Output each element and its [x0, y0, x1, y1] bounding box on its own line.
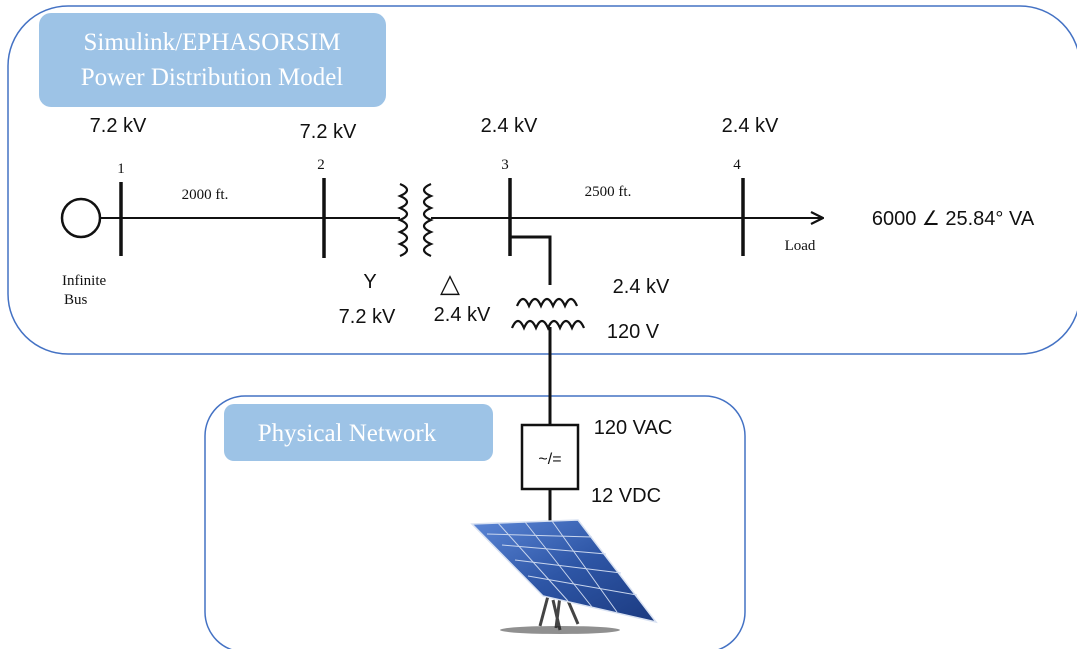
simulink-model-box — [7, 5, 1077, 355]
physical-network-box — [204, 395, 746, 649]
bus-4-voltage: 2.4 kV — [722, 115, 779, 137]
physical-network-title: Physical Network — [258, 420, 437, 447]
physical-network-title-label — [224, 404, 493, 461]
service-transformer-symbol — [510, 297, 586, 331]
tap-line-bus3 — [510, 235, 552, 285]
load-rating: 6000 ∠ 25.84° VA — [872, 208, 1035, 230]
simulink-title-line1: Simulink/EPHASORSIM — [83, 29, 340, 56]
bus-2-voltage: 7.2 kV — [300, 121, 357, 143]
main-transformer-secondary-connection: △ — [440, 268, 460, 298]
bus-3-voltage: 2.4 kV — [481, 115, 538, 137]
load-label: Load — [785, 238, 816, 254]
main-transformer-primary-voltage: 7.2 kV — [339, 306, 396, 328]
service-transformer-primary-voltage: 2.4 kV — [613, 276, 670, 298]
main-transformer-primary-connection: Y — [363, 271, 376, 293]
bus-2-number: 2 — [317, 157, 325, 173]
simulink-title-label — [39, 13, 386, 107]
line-1-2-length: 2000 ft. — [182, 187, 229, 203]
simulink-title-line2: Power Distribution Model — [81, 64, 344, 91]
inverter-box — [520, 423, 580, 491]
service-transformer-secondary-voltage: 120 V — [607, 321, 660, 343]
bus-1-voltage: 7.2 kV — [90, 115, 147, 137]
infinite-bus-label-line2: Bus — [64, 292, 88, 308]
inverter-symbol: ~/= — [538, 451, 561, 468]
inverter-dc-voltage: 12 VDC — [591, 485, 661, 507]
line-3-4-length: 2500 ft. — [585, 184, 632, 200]
bus-1-number: 1 — [117, 161, 125, 177]
infinite-bus-source — [60, 197, 102, 239]
main-transformer-secondary-voltage: 2.4 kV — [434, 304, 491, 326]
solar-panel-icon — [470, 519, 658, 634]
main-transformer-symbol — [397, 182, 434, 258]
bus-4-number: 4 — [733, 157, 741, 173]
infinite-bus-label-line1: Infinite — [62, 273, 106, 289]
bus-3-number: 3 — [501, 157, 509, 173]
inverter-ac-voltage: 120 VAC — [594, 417, 673, 439]
